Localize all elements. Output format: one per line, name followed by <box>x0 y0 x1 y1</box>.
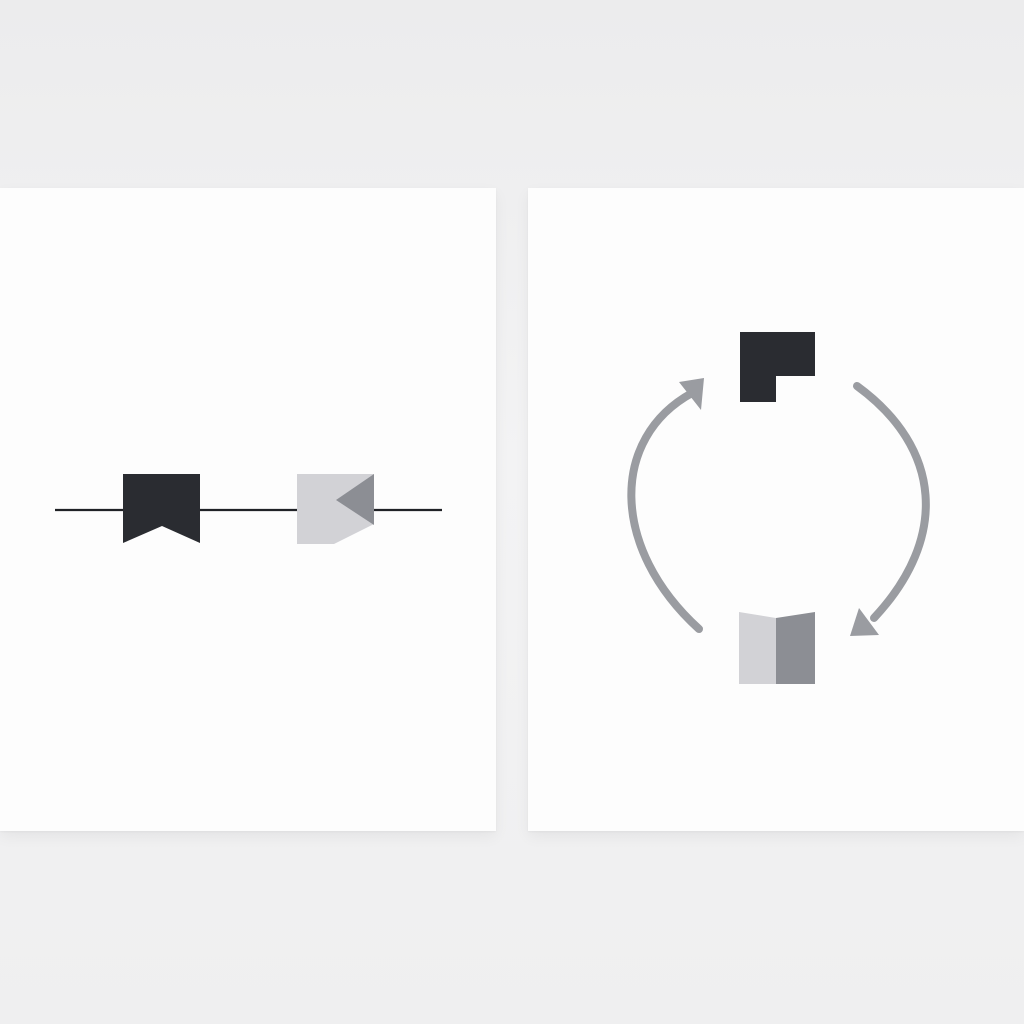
left-diagram-panel <box>0 188 496 831</box>
right-arrowhead <box>850 608 879 636</box>
dark-tag-shape <box>123 474 200 543</box>
right-cycle-arrow <box>853 382 930 622</box>
left-cycle-arrow <box>627 389 703 633</box>
cycle-diagram <box>627 332 930 684</box>
dark-l-block <box>740 332 815 402</box>
folded-block-dark-face <box>776 612 815 684</box>
left-arrowhead <box>679 378 704 410</box>
mid-gray-triangle <box>336 474 374 525</box>
linear-flow-diagram <box>55 474 442 544</box>
folded-block-light-face <box>739 612 776 684</box>
right-diagram-panel <box>528 188 1024 831</box>
